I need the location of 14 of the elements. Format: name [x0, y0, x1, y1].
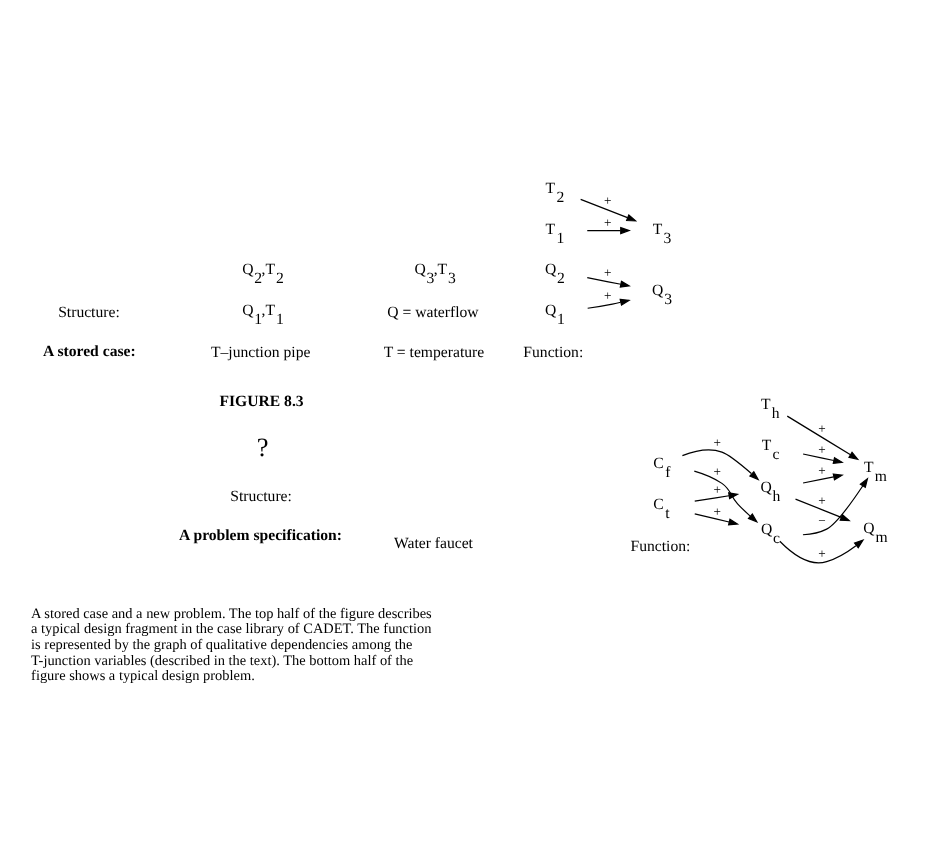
arrow [779, 537, 865, 563]
arrow [786, 414, 860, 460]
arrow [694, 512, 740, 525]
arrow [802, 452, 844, 464]
label: ? [256, 431, 269, 462]
arrow [693, 469, 759, 522]
arrow [580, 197, 638, 221]
arrow [794, 497, 851, 521]
arrow [586, 276, 631, 287]
arrow [586, 225, 631, 234]
arrow [587, 297, 631, 308]
arrow [681, 448, 760, 480]
arrow [802, 472, 844, 483]
arrow [802, 476, 869, 535]
